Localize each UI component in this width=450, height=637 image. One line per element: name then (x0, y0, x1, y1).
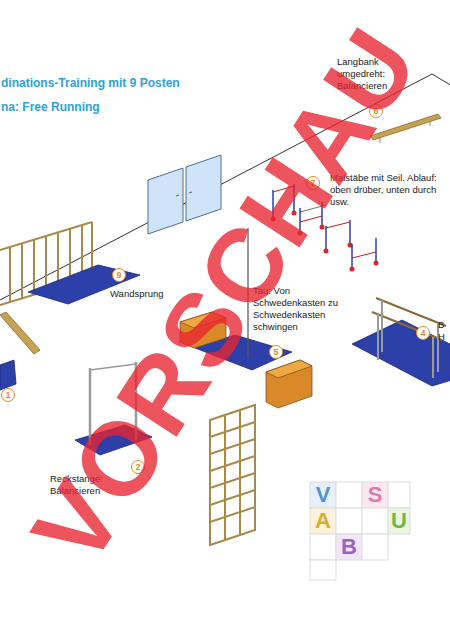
station-label: B (438, 319, 444, 331)
logo-letter: S (363, 483, 387, 507)
bench-left (0, 312, 40, 354)
hurdles (352, 252, 376, 258)
title: dinations-Training mit 9 Posten (1, 76, 180, 90)
hurdles (349, 220, 351, 244)
parallel-bars (437, 323, 439, 372)
logo-grid (310, 482, 410, 580)
mats (0, 360, 16, 390)
vaulting-boxes (266, 360, 312, 378)
station-label: Wandsprung (110, 288, 164, 300)
logo-grid (388, 482, 410, 508)
subtitle: na: Free Running (1, 100, 100, 114)
logo-letter: V (311, 483, 335, 507)
doors (189, 192, 192, 193)
parallel-bars (432, 337, 434, 378)
parallel-bars (372, 298, 446, 378)
parallel-bars (381, 300, 383, 352)
logo-grid (336, 508, 362, 534)
logo-grid (336, 482, 362, 508)
logo-grid (310, 534, 336, 560)
bench-left (0, 312, 40, 354)
logo-letter: B (337, 535, 361, 559)
logo-grid (310, 560, 336, 580)
doors (148, 168, 183, 234)
doors (176, 195, 179, 196)
parallel-bars (376, 298, 446, 326)
callout-number: 1 (1, 388, 15, 402)
hurdles (374, 261, 379, 266)
logo-grid (362, 534, 388, 560)
parallel-bars (377, 314, 379, 360)
hurdles (375, 238, 377, 262)
station-label: H (438, 331, 445, 343)
logo-grid (336, 534, 362, 560)
vaulting-boxes (266, 360, 312, 408)
logo-grid (362, 482, 388, 508)
logo-grid (388, 508, 410, 534)
hurdles (350, 267, 355, 272)
doors (186, 155, 221, 221)
logo-grid (362, 508, 388, 534)
logo-grid (310, 508, 336, 534)
logo-letter: A (311, 509, 335, 533)
logo-letter: U (387, 509, 411, 533)
hurdles (324, 249, 329, 254)
callout-number: 5 (269, 345, 283, 359)
logo-grid (310, 482, 336, 508)
callout-number: 4 (416, 326, 430, 340)
mats (352, 320, 450, 386)
callout-number: 9 (112, 268, 126, 282)
hurdles (351, 244, 353, 268)
bench-6 (430, 121, 431, 126)
wall-ladder (210, 422, 255, 522)
wall-ladder (210, 405, 255, 545)
wall-ladder (210, 405, 255, 545)
